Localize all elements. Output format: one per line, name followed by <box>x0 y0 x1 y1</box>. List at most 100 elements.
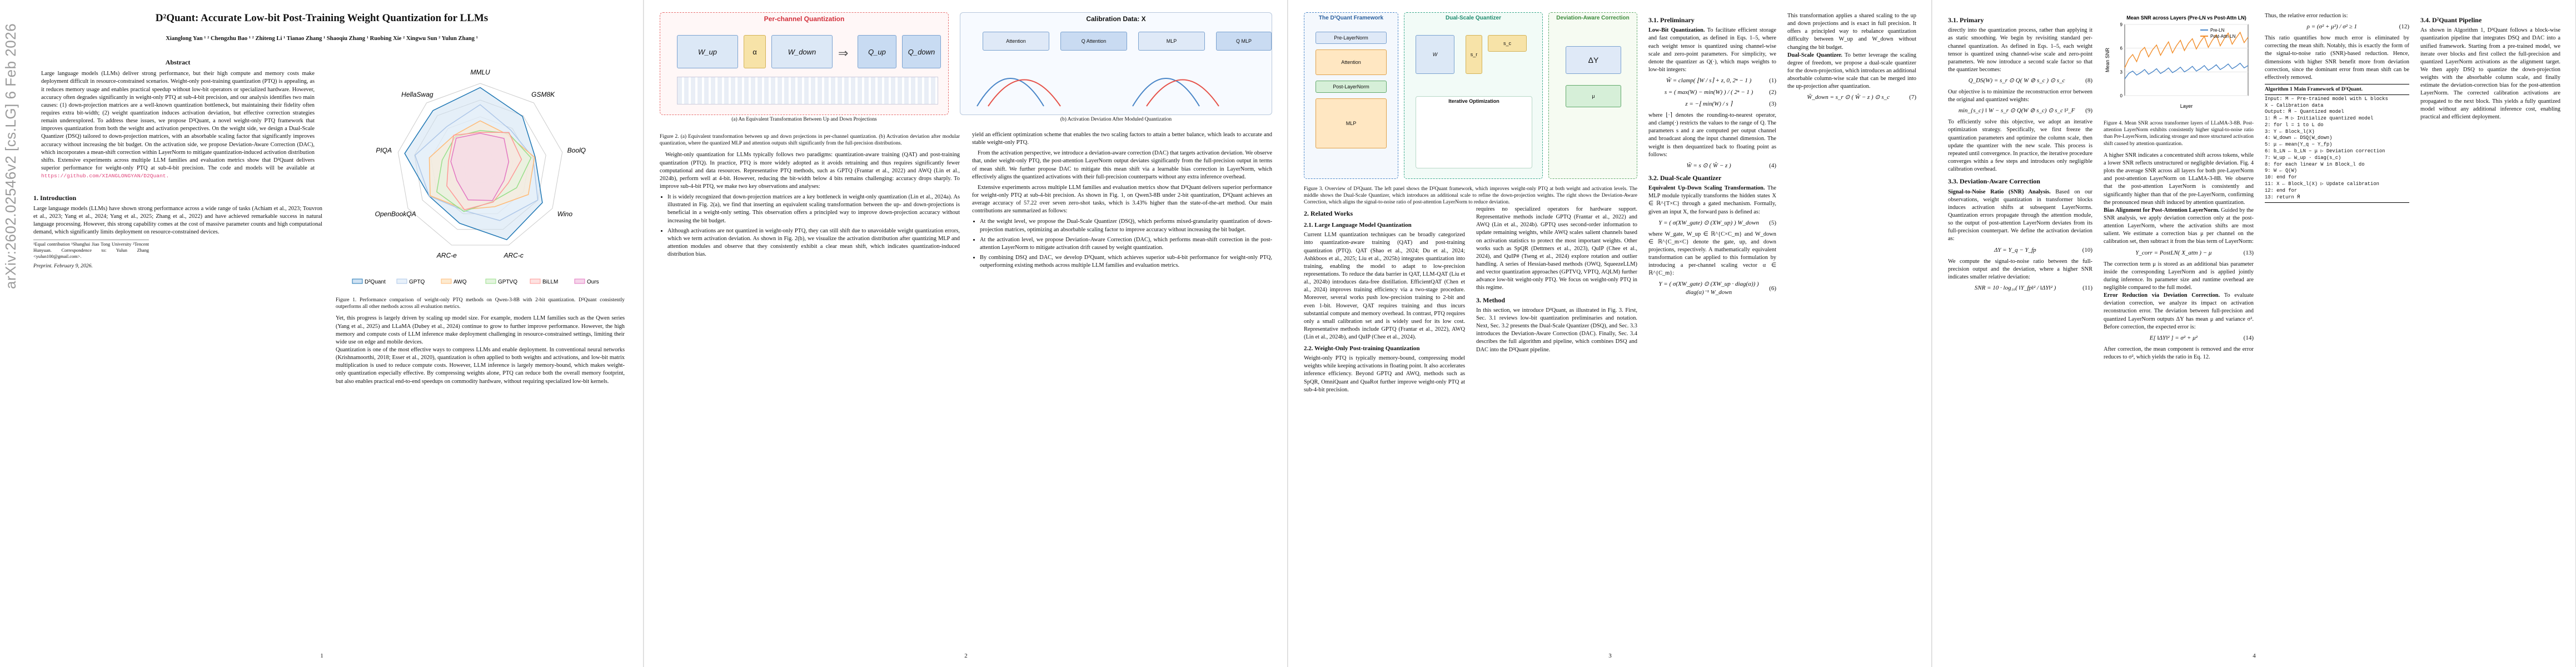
y-tick-label: 6 <box>2120 46 2123 51</box>
page-number: 3 <box>1608 653 1612 659</box>
algorithm-title: Algorithm 1 Main Framework of D²Quant. <box>2265 86 2409 95</box>
chart-title: Mean SNR across Layers (Pre-LN vs Post-A… <box>2126 15 2246 21</box>
equation-6: Y = ( σ(XW_gate) ⊙ (XW_up · diag(α)) ) d… <box>1648 280 1776 297</box>
page2-paragraph: Weight-only quantization for LLMs typica… <box>660 152 960 190</box>
observation-item: It is widely recognized that down-projec… <box>667 193 960 225</box>
page4-col-b: Mean SNR across Layers (Pre-LN vs Post-A… <box>2104 12 2254 645</box>
framework-label: The D²Quant Framework <box>1318 15 1384 21</box>
page3-col-b: requires no specialized operators for ha… <box>1476 206 1637 645</box>
equation-2-body: s = ( max(W) − min(W) ) / ( 2ⁿ − 1 ) <box>1664 89 1753 96</box>
page4-col-d: 3.4. D²Quant Pipeline As shown in Algori… <box>2420 12 2560 645</box>
intro-heading: 1. Introduction <box>33 194 77 202</box>
legend-label: GPTVQ <box>498 279 517 285</box>
radar-axis-label: ARC-c <box>504 252 524 260</box>
abstract-text: Large language models (LLMs) deliver str… <box>41 71 315 171</box>
equation-12-body: ρ = (σ² + μ²) / σ² ≥ 1 <box>2306 23 2357 31</box>
pre-layernorm-block: Pre-LayerNorm <box>1316 32 1387 44</box>
post-layernorm-block: Post-LayerNorm <box>1316 81 1387 93</box>
legend-label: AWQ <box>454 279 467 285</box>
algorithm-line: 2: for l = 1 to L do <box>2265 122 2324 128</box>
radar-axis-label: ARC-e <box>436 252 457 260</box>
page2-paragraph-c: Extensive experiments across multiple LL… <box>972 184 1272 215</box>
error-reduction-text: To evaluate deviation correction, we ana… <box>2104 292 2254 330</box>
page3-col-a: 2. Related Works 2.1. Large Language Mod… <box>1304 206 1465 645</box>
arrow-icon: ⇒ <box>838 46 849 60</box>
equation-4: W̃ = s ⊙ ( Ŵ − z )(4) <box>1648 162 1776 170</box>
mlp-fp-block: MLP <box>1138 32 1205 51</box>
algorithm-line: 3: Y ← Block_l(X) <box>2265 128 2315 135</box>
equation-13: Y_corr = PostLN( X_attn ) − μ(13) <box>2104 249 2254 257</box>
algorithm-line: 5: μ ← mean(Y_q − Y_fp) <box>2265 142 2333 148</box>
snr-heading: Signal-to-Noise Ratio (SNR) Analysis. <box>1948 188 2051 195</box>
mlp-block: MLP <box>1316 98 1387 148</box>
method-paragraph: In this section, we introduce D²Quant, a… <box>1476 307 1637 353</box>
legend-label: Pre-LN <box>2210 28 2225 33</box>
snr-line-chart: Mean SNR across Layers (Pre-LN vs Post-A… <box>2105 15 2249 109</box>
weight-grid-illustration <box>677 77 938 104</box>
paper-title: D²Quant: Accurate Low-bit Post-Training … <box>155 12 489 24</box>
algorithm-line: 4: W_down ← DSQ(W_down) <box>2265 135 2333 141</box>
code-link[interactable]: https://github.com/XIANGLONGYAN/D2Quant. <box>41 173 170 180</box>
chart-frame <box>2124 24 2249 96</box>
equation-13-body: Y_corr = PostLN( X_attn ) − μ <box>2135 249 2212 256</box>
figure-3: The D²Quant Framework Pre-LayerNorm Atte… <box>1304 12 1637 179</box>
primary-text-c: To efficiently solve this objective, we … <box>1948 119 2092 173</box>
equation-9-body: min_{s_c} ‖ W − s_r ⊙ Q(W ⊘ s_c) ⊙ s_c ‖… <box>1958 107 2075 115</box>
primary-text-b: Our objective is to minimize the reconst… <box>1948 89 2092 103</box>
pipeline-heading: 3.4. D²Quant Pipeline <box>2420 16 2482 24</box>
y-tick-label: 0 <box>2120 93 2123 98</box>
legend-label: D²Quant <box>365 279 386 285</box>
scale-diag-block: α <box>744 35 766 68</box>
legend-label: Post-Attn LN <box>2210 34 2236 39</box>
figure-2b-panel: Calibration Data: X Attention Q Attentio… <box>960 12 1272 115</box>
dac-label: Deviation-Aware Correction <box>1556 15 1630 21</box>
radar-axis-label: HellaSwag <box>401 91 434 98</box>
contribution-item: At the weight level, we propose the Dual… <box>980 218 1272 233</box>
radar-axis-label: PIQA <box>376 146 392 154</box>
contribution-item: By combining DSQ and DAC, we develop D²Q… <box>980 254 1272 270</box>
page1-paragraph-a: Yet, this progress is largely driven by … <box>336 315 625 345</box>
page2-paragraph-b: From the activation perspective, we intr… <box>972 150 1272 180</box>
page4-text-a: Thus, the relative error reduction is: <box>2265 13 2348 19</box>
radar-axis-label: GSM8K <box>531 91 555 98</box>
radar-axis-label: OpenBookQA <box>375 210 416 218</box>
contribution-list: At the weight level, we propose the Dual… <box>980 218 1272 270</box>
snr-text: Based on our observations, weight quanti… <box>1948 188 2092 242</box>
pipeline-text: As shown in Algorithm 1, D²Quant follows… <box>2420 27 2560 120</box>
preliminary-text-b: where ⌊·⌉ denotes the rounding-to-neares… <box>1648 112 1776 158</box>
equation-10: ΔY = Y_q − Y_fp(10) <box>1948 246 2092 255</box>
algorithm-line: X – Calibration data <box>2265 102 2324 108</box>
algorithm-line: 6: b_LN ← b_LN − μ ▷ Deviation correctio… <box>2265 148 2385 155</box>
legend-swatch <box>396 278 407 284</box>
algorithm-line: 10: end for <box>2265 175 2298 181</box>
bias-align-heading: Bias Alignment for Post-Attention LayerN… <box>2104 207 2220 213</box>
method-heading: 3. Method <box>1476 296 1505 304</box>
preliminary-heading: 3.1. Preliminary <box>1648 16 1695 24</box>
iter-opt-panel: Iterative Optimization <box>1416 96 1532 168</box>
mlp-q-block: Q MLP <box>1216 32 1272 51</box>
intro-paragraph: Large language models (LLMs) have shown … <box>33 205 322 236</box>
figure-2: Per-channel Quantization W_up α W_down ⇒… <box>660 12 1272 129</box>
equation-10-body: ΔY = Y_q − Y_fp <box>1994 246 2036 253</box>
page4-text-b: This ratio quantifies how much error is … <box>2265 35 2409 81</box>
legend-label: Ours <box>587 279 599 285</box>
legend-swatch <box>574 278 585 284</box>
x-axis-label: Layer <box>2180 103 2193 109</box>
w-down-input: W <box>1416 35 1454 74</box>
dsq-label: Dual-Scale Quantizer <box>1445 15 1502 21</box>
dsq-heading: 3.2. Dual-Scale Quantizer <box>1648 173 1722 182</box>
up-down-heading: Equivalent Up-Down Scaling Transformatio… <box>1648 185 1765 192</box>
per-channel-quant-label: Per-channel Quantization <box>764 15 845 23</box>
w-up-block: W_up <box>677 35 738 68</box>
abstract: Large language models (LLMs) deliver str… <box>33 70 322 180</box>
related-heading: 2. Related Works <box>1304 210 1353 217</box>
equation-9: min_{s_c} ‖ W − s_r ⊙ Q(W ⊘ s_c) ⊙ s_c ‖… <box>1948 107 2092 115</box>
observation-item: Although activations are not quantized i… <box>667 227 960 259</box>
equation-3-body: z = −⌊ min(W) / s ⌉ <box>1685 101 1732 108</box>
equation-4-body: W̃ = s ⊙ ( Ŵ − z ) <box>1686 162 1731 169</box>
attention-q-block: Q Attention <box>1060 32 1127 51</box>
radar-chart: MMLUGSM8KBoolQWinoARC-cARC-eOpenBookQAPI… <box>352 68 599 285</box>
page2-columns: Figure 2. (a) Equivalent transformation … <box>660 131 1272 645</box>
iter-opt-label: Iterative Optimization <box>1448 98 1499 104</box>
